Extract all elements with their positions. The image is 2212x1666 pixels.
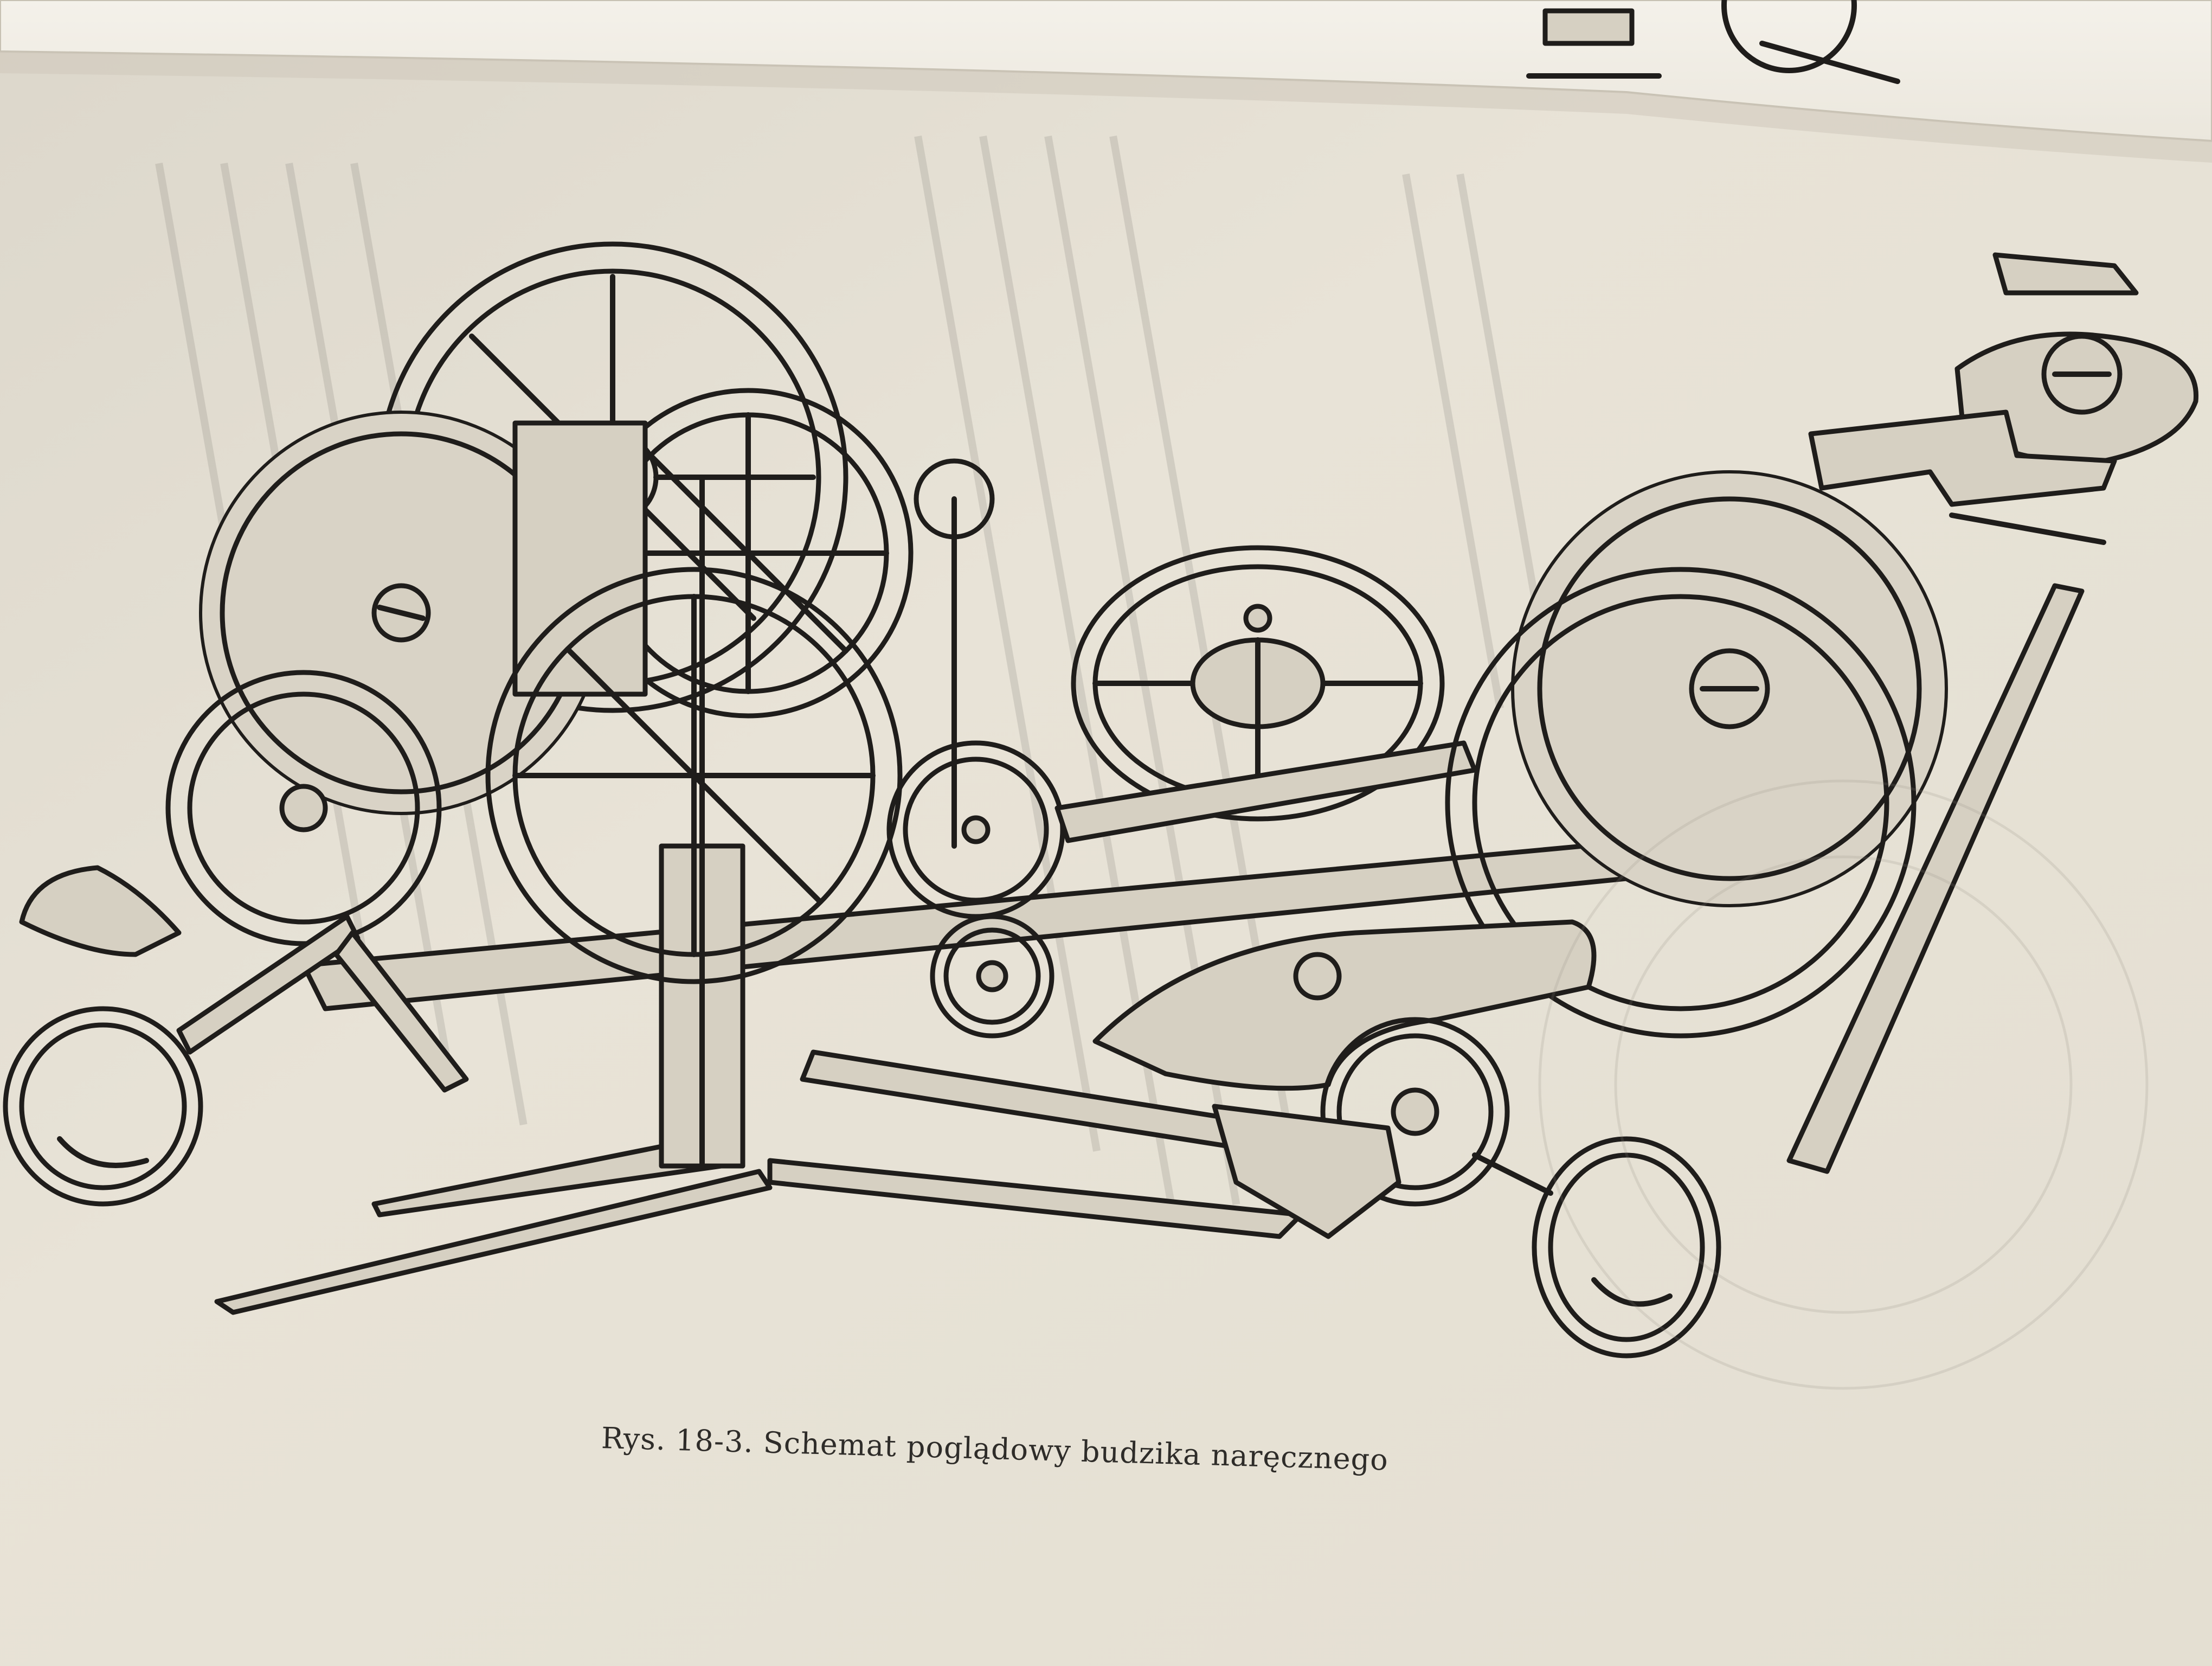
left-spring-plate <box>19 865 182 957</box>
hammer-top-fragment <box>1992 252 2139 296</box>
bottom-pointer <box>214 1169 773 1315</box>
right-long-arm <box>1786 583 2085 1174</box>
hammer-arm <box>1949 512 2106 545</box>
gear-center-lower <box>485 567 903 984</box>
gear-near-right-crown <box>1320 1017 1510 1207</box>
page-fold-shadow <box>0 52 2212 163</box>
winding-crown-left <box>3 1006 203 1207</box>
watch-mechanism-drawing <box>3 241 2199 1359</box>
top-right-partial-figure <box>1526 0 1900 84</box>
balance-bridge <box>1054 740 1477 843</box>
large-gear-right-lower <box>1445 567 1917 1039</box>
gear-left-hatched <box>199 411 603 815</box>
left-lever <box>333 930 469 1093</box>
right-click-screw <box>1293 952 1342 1001</box>
show-through-circles <box>1538 779 2149 1390</box>
balance-wheel <box>1071 545 1445 822</box>
barrel-pillars <box>512 420 648 697</box>
large-gear-right <box>1511 470 1948 907</box>
winding-crown-right <box>1532 1136 1721 1359</box>
bottom-blade-right <box>767 1158 1304 1239</box>
hammer-bridge <box>1808 409 2117 507</box>
right-set-lever <box>1212 1104 1401 1239</box>
right-winding-stem <box>1472 1152 1553 1196</box>
escape-pinion-top <box>914 458 995 540</box>
right-click-plate <box>1092 919 1597 1091</box>
